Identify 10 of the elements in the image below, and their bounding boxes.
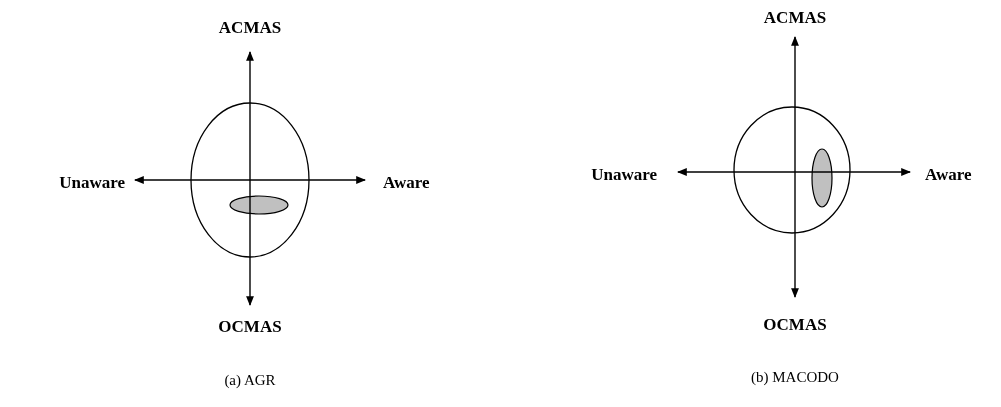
caption: (b) MACODO <box>751 368 839 387</box>
axis-label: Aware <box>925 165 972 185</box>
caption: (a) AGR <box>224 371 276 390</box>
axis-label: ACMAS <box>218 18 282 38</box>
axis-label: Unaware <box>591 165 657 185</box>
axis-label: ACMAS <box>763 8 827 28</box>
axis-label: Aware <box>383 173 430 193</box>
axis-label: OCMAS <box>218 317 282 337</box>
axis-label: Unaware <box>59 173 125 193</box>
axis-label: OCMAS <box>763 315 827 335</box>
